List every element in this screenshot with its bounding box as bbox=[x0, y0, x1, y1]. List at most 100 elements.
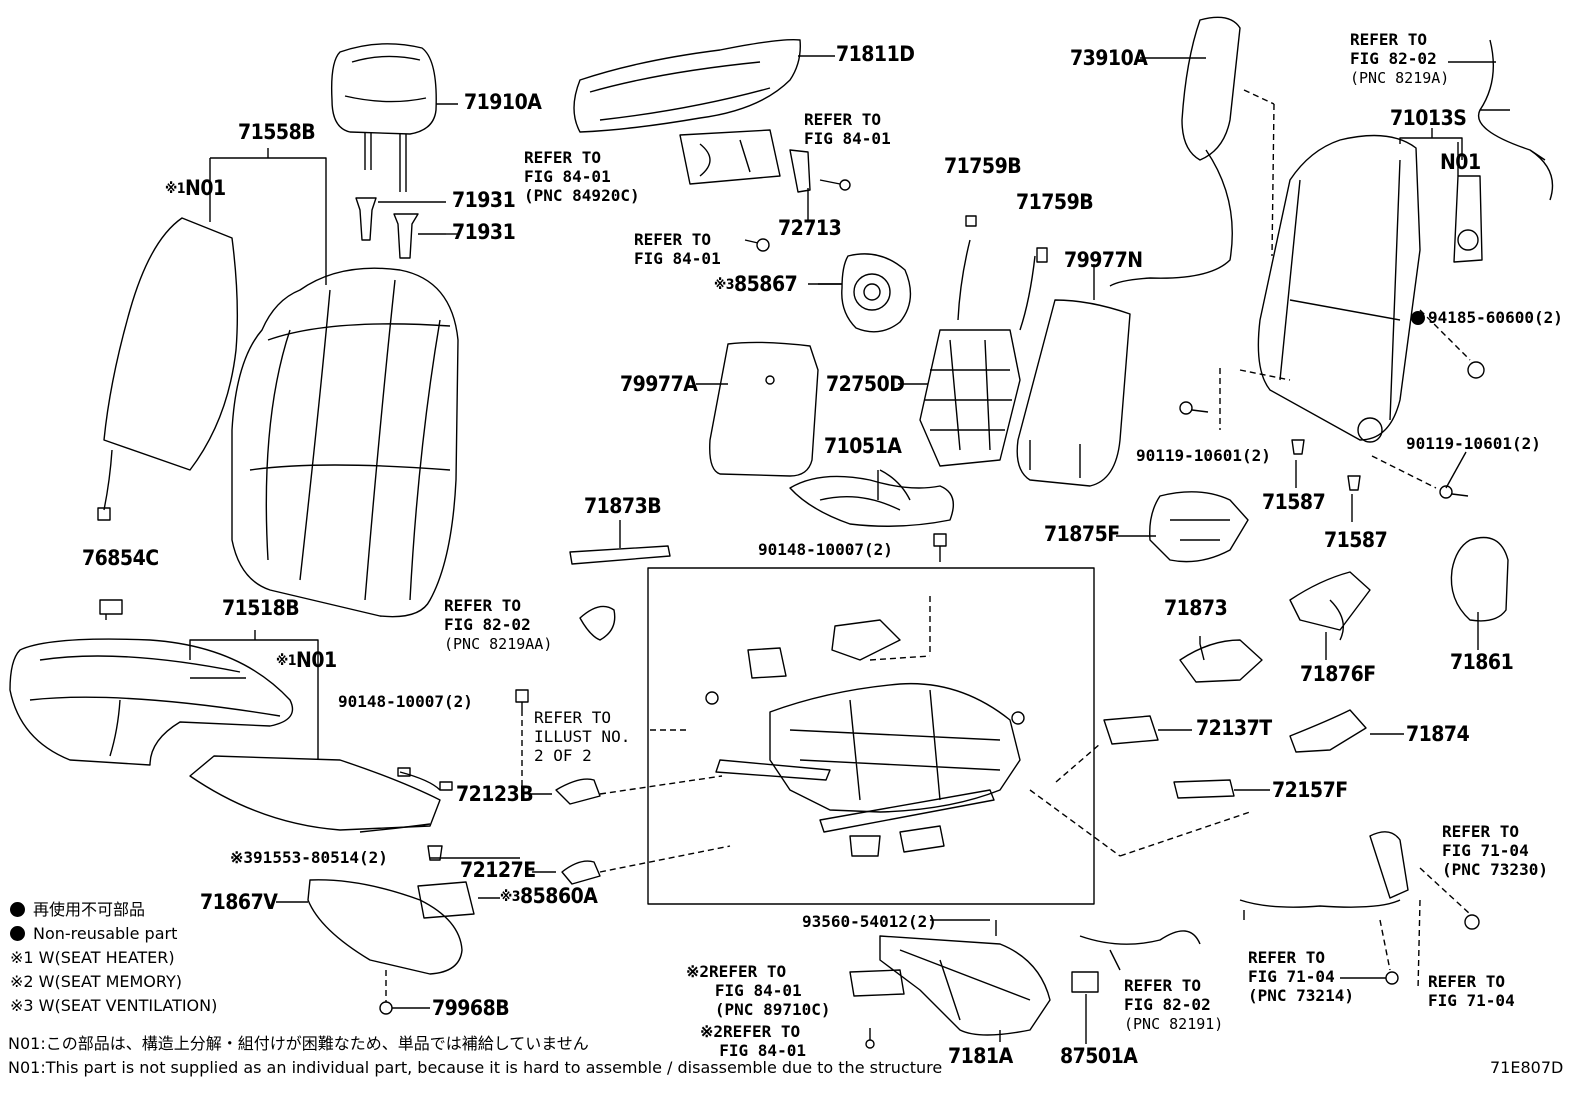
lower-adjuster-drawing bbox=[849, 920, 1051, 1049]
hinge-cover-drawing bbox=[1450, 536, 1509, 650]
part-72137T: 72137T bbox=[1196, 716, 1272, 740]
cushion-heater-drawing bbox=[189, 755, 453, 833]
refer-fig-82-02-c[interactable]: REFER TO FIG 82-02 (PNC 82191) bbox=[1124, 976, 1224, 1033]
part-71931-b: 71931 bbox=[452, 220, 516, 244]
headrest-guide-drawing bbox=[355, 197, 446, 259]
part-71051A: 71051A bbox=[824, 434, 902, 458]
part-71558B: 71558B bbox=[238, 120, 316, 144]
part-71931-a: 71931 bbox=[452, 188, 516, 212]
refer-fig-84-01-b[interactable]: REFER TO FIG 84-01 bbox=[804, 110, 891, 148]
switch-drawing bbox=[417, 845, 500, 919]
track-cover-drawing bbox=[1103, 709, 1404, 799]
seatback-pad-drawing bbox=[696, 341, 819, 477]
part-71861: 71861 bbox=[1450, 650, 1514, 674]
bolt-91553: ※391553-80514(2) bbox=[230, 848, 388, 867]
seatback-cover-drawing bbox=[209, 148, 459, 618]
note-mark: ※2 bbox=[700, 1022, 724, 1041]
refer-fig-84-01-d[interactable]: ※2REFER TO FIG 84-01 (PNC 89710C) bbox=[686, 962, 831, 1019]
bracket-drawing bbox=[1116, 491, 1249, 563]
n01-marker-motor: N01 bbox=[1440, 150, 1481, 174]
part-72750D: 72750D bbox=[826, 372, 905, 396]
note-mark: ※3 bbox=[500, 889, 521, 905]
footnote-n01-en: N01:This part is not supplied as an indi… bbox=[8, 1058, 943, 1077]
wedge-drawing bbox=[528, 775, 731, 885]
footnote-n01-jp: N01:この部品は、構造上分解・組付けが困難なため、単品では補給していません bbox=[8, 1034, 589, 1053]
ventilation-fan-drawing bbox=[808, 253, 912, 333]
recliner-motor-drawing bbox=[1453, 175, 1483, 263]
note-mark: ※3 bbox=[230, 848, 254, 867]
part-71518B: 71518B bbox=[222, 596, 300, 620]
nonreusable-dot-icon bbox=[10, 926, 25, 941]
part-71874: 71874 bbox=[1406, 722, 1470, 746]
n01-label: N01 bbox=[296, 648, 337, 672]
cushion-cover-drawing bbox=[9, 630, 319, 766]
part-number: 85860A bbox=[520, 884, 598, 908]
refer-fig-84-01-c[interactable]: REFER TO FIG 84-01 bbox=[634, 230, 721, 268]
buckle-drawing bbox=[1239, 831, 1480, 991]
headrest-drawing bbox=[330, 43, 458, 192]
legend-nonreusable-en: Non-reusable part bbox=[10, 922, 217, 946]
note-mark: ※2 bbox=[686, 962, 710, 981]
part-71873: 71873 bbox=[1164, 596, 1228, 620]
seat-harness-drawing bbox=[789, 469, 954, 527]
part-72127E: 72127E bbox=[460, 858, 536, 882]
note-mark: ※1 bbox=[165, 181, 186, 197]
seat-adjuster-box bbox=[647, 567, 1095, 905]
refer-fig-84-01-a[interactable]: REFER TO FIG 84-01 (PNC 84920C) bbox=[524, 148, 640, 205]
seatback-heater-drawing bbox=[97, 217, 239, 521]
floor-harness-drawing bbox=[1079, 930, 1201, 971]
part-71587-b: 71587 bbox=[1324, 528, 1388, 552]
legend-note3: ※3 W(SEAT VENTILATION) bbox=[10, 996, 218, 1015]
refer-illust-2-of-2[interactable]: REFER TO ILLUST NO. 2 OF 2 bbox=[534, 708, 631, 765]
shield-bracket-drawing bbox=[1179, 639, 1263, 683]
clip-drawing bbox=[99, 599, 123, 620]
part-71875F: 71875F bbox=[1044, 522, 1120, 546]
part-71759B-a: 71759B bbox=[944, 154, 1022, 178]
seat-adjuster-drawing bbox=[705, 596, 1025, 857]
note-mark: ※3 bbox=[714, 277, 735, 293]
part-71811D: 71811D bbox=[836, 42, 915, 66]
part-85860A: ※385860A bbox=[500, 884, 598, 908]
bolt-90148-lower: 90148-10007(2) bbox=[338, 692, 473, 711]
bolt-90119-right: 90119-10601(2) bbox=[1406, 434, 1541, 453]
nonreusable-dot bbox=[1411, 311, 1425, 325]
side-shield-drawing bbox=[276, 879, 463, 1015]
part-79977N: 79977N bbox=[1064, 248, 1143, 272]
bolt-90119-left: 90119-10601(2) bbox=[1136, 446, 1271, 465]
refer-fig-82-02-a[interactable]: REFER TO FIG 82-02 (PNC 8219A) bbox=[1350, 30, 1450, 87]
part-71013S: 71013S bbox=[1390, 106, 1467, 130]
legend-nonreusable-jp: 再使用不可部品 bbox=[10, 898, 217, 922]
side-airbag-drawing bbox=[1109, 16, 1275, 287]
n01-marker-cushion: ※1N01 bbox=[276, 650, 337, 672]
refer-fig-71-04-a[interactable]: REFER TO FIG 71-04 (PNC 73230) bbox=[1442, 822, 1548, 879]
refer-fig-71-04-b[interactable]: REFER TO FIG 71-04 (PNC 73214) bbox=[1248, 948, 1354, 1005]
legend-note2: ※2 W(SEAT MEMORY) bbox=[10, 972, 182, 991]
refer-fig-84-01-e[interactable]: ※2REFER TO FIG 84-01 bbox=[700, 1022, 806, 1060]
seatback-frame-drawing bbox=[1239, 128, 1463, 443]
ventilation-pad-drawing bbox=[1016, 264, 1131, 487]
part-72713: 72713 bbox=[778, 216, 842, 240]
part-87501A: 87501A bbox=[1060, 1044, 1138, 1068]
part-76854C: 76854C bbox=[82, 546, 159, 570]
part-72123B: 72123B bbox=[456, 782, 534, 806]
part-79977A: 79977A bbox=[620, 372, 698, 396]
part-73910A: 73910A bbox=[1070, 46, 1148, 70]
figure-code: 71E807D bbox=[1490, 1058, 1564, 1077]
side-shield-inner-drawing bbox=[1289, 571, 1371, 641]
bolt-94185: 94185-60600(2) bbox=[1428, 308, 1563, 327]
part-71587-a: 71587 bbox=[1262, 490, 1326, 514]
n01-marker-seatback: ※1N01 bbox=[165, 178, 226, 200]
bolt-drawing bbox=[515, 533, 947, 786]
refer-fig-71-04-c[interactable]: REFER TO FIG 71-04 bbox=[1428, 972, 1515, 1010]
part-71873B: 71873B bbox=[584, 494, 662, 518]
bolt-drawing bbox=[1179, 309, 1485, 499]
lumbar-support-drawing bbox=[898, 215, 1048, 467]
bolt-90148-upper: 90148-10007(2) bbox=[758, 540, 893, 559]
refer-fig-82-02-b[interactable]: REFER TO FIG 82-02 (PNC 8219AA) bbox=[444, 596, 553, 653]
wire-harness-drawing bbox=[1448, 39, 1554, 201]
module-drawing bbox=[1071, 971, 1099, 1044]
note-mark: ※1 bbox=[276, 653, 297, 669]
connector-drawing bbox=[579, 605, 616, 641]
leader-lines bbox=[190, 142, 1467, 1042]
